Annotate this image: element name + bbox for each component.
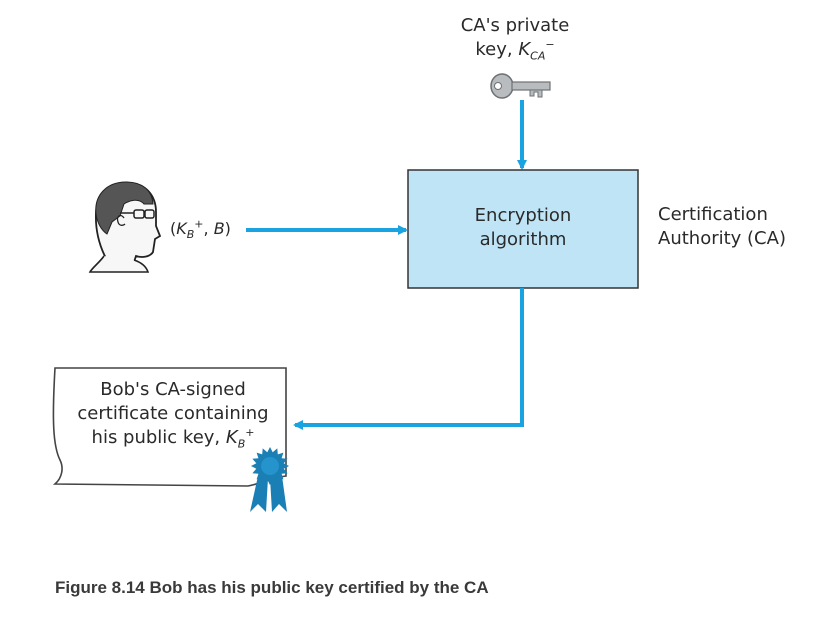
figure-caption: Figure 8.14 Bob has his public key certi…: [55, 578, 489, 597]
bob-key-subscript: B: [186, 228, 195, 242]
ca-key-subscript: CA: [530, 49, 546, 63]
bob-key-symbol: K: [176, 219, 187, 238]
bob-name: B: [213, 219, 225, 238]
certificate-key-subscript: B: [237, 437, 246, 451]
ca-private-key-line2: key, KCA−: [440, 38, 590, 62]
bob-person-icon: [88, 181, 162, 273]
certificate-text: Bob's CA-signed certificate containing h…: [58, 378, 288, 450]
certificate-key-symbol: K: [225, 427, 238, 448]
certificate-line3-prefix: his public key,: [91, 427, 226, 448]
certificate-line2: certificate containing: [77, 403, 269, 424]
ribbon-seal-icon: [250, 447, 289, 512]
cert-auth-line1: Certification: [658, 204, 768, 225]
tuple-open-paren: (: [170, 219, 177, 238]
ca-key-symbol: K: [518, 39, 531, 60]
ca-key-prefix: key,: [475, 39, 519, 60]
box-to-certificate-arrow: [293, 288, 524, 430]
certification-authority-label: Certification Authority (CA): [658, 203, 818, 251]
ca-private-key-line1: CA's private: [460, 15, 570, 36]
encryption-line1: Encryption: [474, 205, 572, 226]
ca-key-superscript: −: [545, 38, 555, 51]
bob-key-superscript: +: [194, 217, 204, 231]
encryption-algorithm-label: Encryption algorithm: [408, 204, 638, 252]
certificate-line3: his public key, KB+: [58, 426, 288, 450]
tuple-separator: ,: [203, 219, 214, 238]
encryption-box: [407, 169, 639, 289]
certificate-key-superscript: +: [245, 426, 255, 439]
cert-auth-line2: Authority (CA): [658, 228, 786, 249]
key-icon: [490, 73, 551, 99]
bob-key-tuple-label: (KB+, B): [170, 217, 240, 241]
encryption-line2: algorithm: [479, 229, 567, 250]
certificate-line1: Bob's CA-signed: [100, 379, 246, 400]
ca-private-key-label: CA's private key, KCA−: [440, 14, 590, 62]
tuple-close-paren: ): [224, 219, 231, 238]
